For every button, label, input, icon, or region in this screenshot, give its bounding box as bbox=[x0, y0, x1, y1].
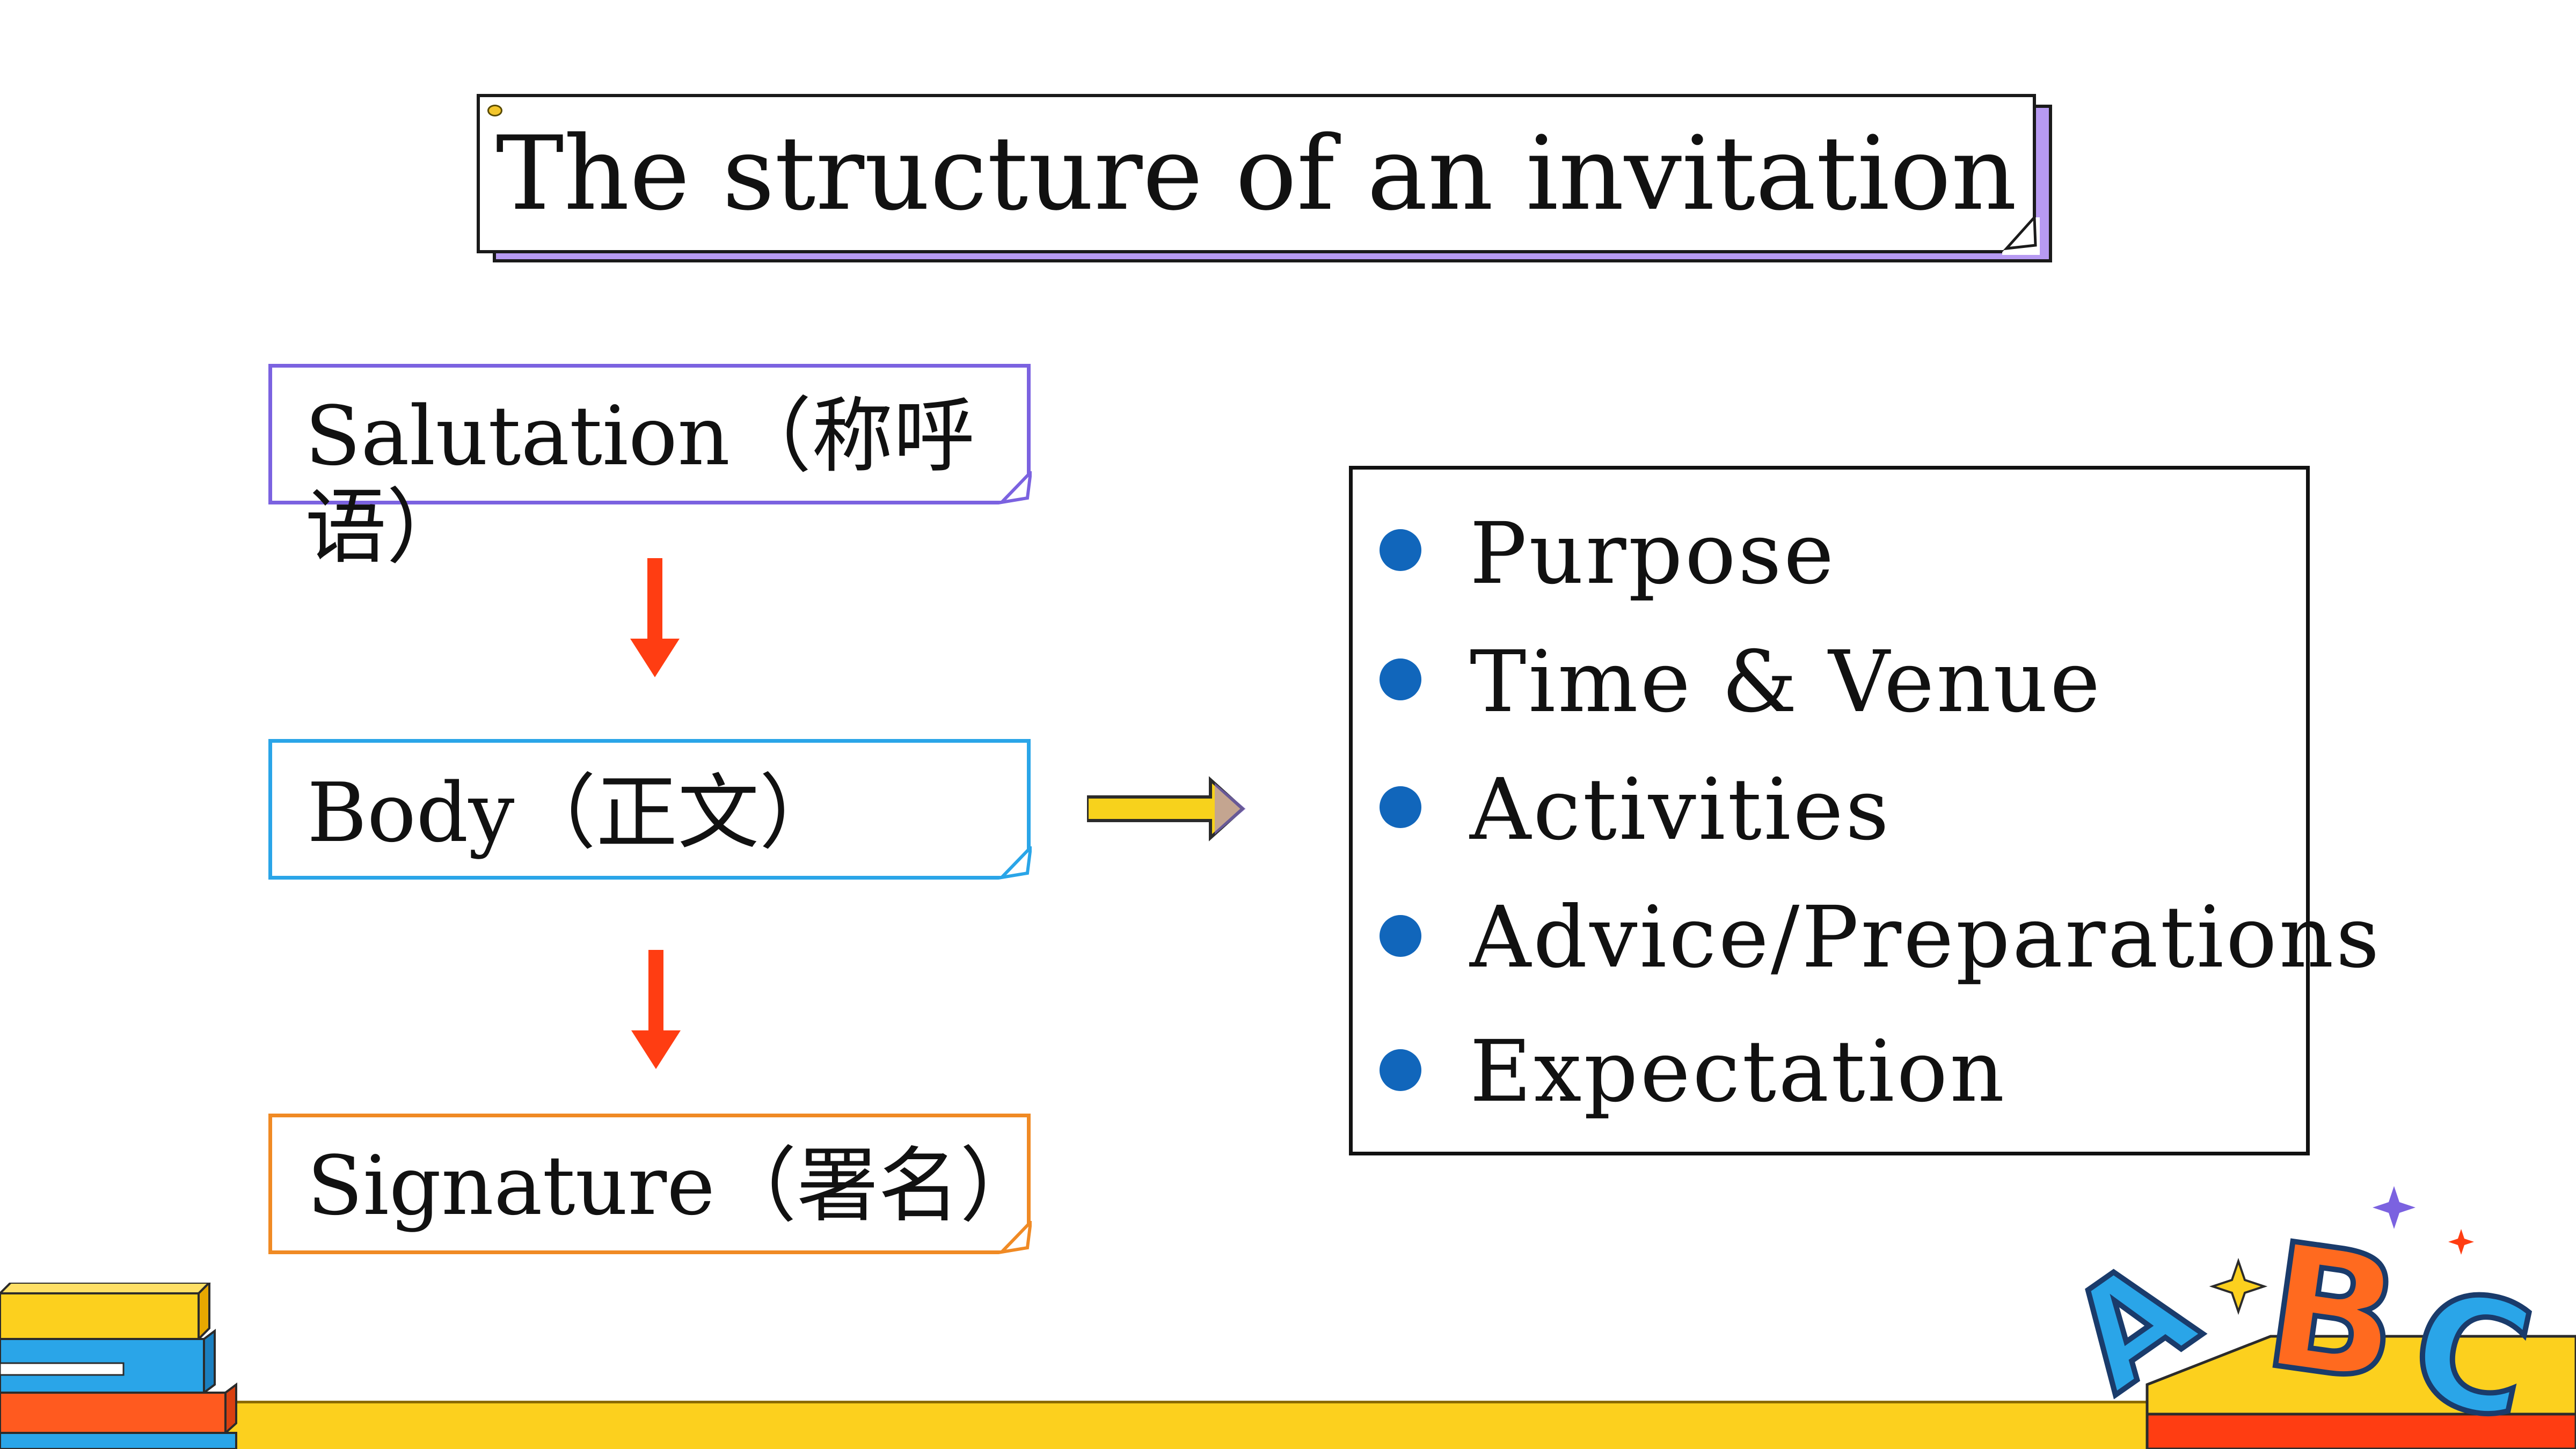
abc-letters-icon: A B C bbox=[2061, 1186, 2576, 1449]
pin-icon bbox=[487, 105, 502, 116]
right-arrow-icon bbox=[1087, 776, 1246, 841]
page-curl-icon bbox=[2002, 217, 2040, 255]
point-activities: Activities bbox=[1470, 760, 1892, 859]
point-time-venue: Time & Venue bbox=[1470, 633, 2103, 731]
salutation-label: Salutation（称呼 bbox=[305, 389, 975, 484]
bullet-icon bbox=[1380, 529, 1421, 571]
bullet-icon bbox=[1380, 786, 1421, 828]
page-curl-icon bbox=[998, 1221, 1032, 1254]
salutation-box bbox=[268, 364, 1031, 504]
down-arrow-icon bbox=[631, 950, 681, 1069]
key-points-box bbox=[1349, 466, 2310, 1155]
point-expectation: Expectation bbox=[1470, 1022, 2007, 1121]
bullet-icon bbox=[1380, 1049, 1421, 1091]
down-arrow-icon bbox=[630, 558, 680, 677]
page-curl-icon bbox=[998, 846, 1032, 880]
letter-b: B bbox=[2254, 1206, 2411, 1422]
salutation-label-continued: 语） bbox=[305, 480, 468, 575]
page-curl-icon bbox=[998, 471, 1032, 504]
signature-label: Signature（署名） bbox=[307, 1138, 1042, 1233]
books-icon bbox=[0, 1283, 237, 1449]
body-box bbox=[268, 739, 1031, 880]
title-banner bbox=[477, 94, 2036, 253]
page-title: The structure of an invitation bbox=[495, 114, 2017, 233]
signature-box bbox=[268, 1114, 1031, 1254]
point-advice-preparations: Advice/Preparations bbox=[1470, 888, 2382, 987]
body-label: Body（正文） bbox=[307, 765, 841, 860]
bullet-icon bbox=[1380, 915, 1421, 957]
bullet-icon bbox=[1380, 658, 1421, 700]
point-purpose: Purpose bbox=[1470, 504, 1836, 603]
